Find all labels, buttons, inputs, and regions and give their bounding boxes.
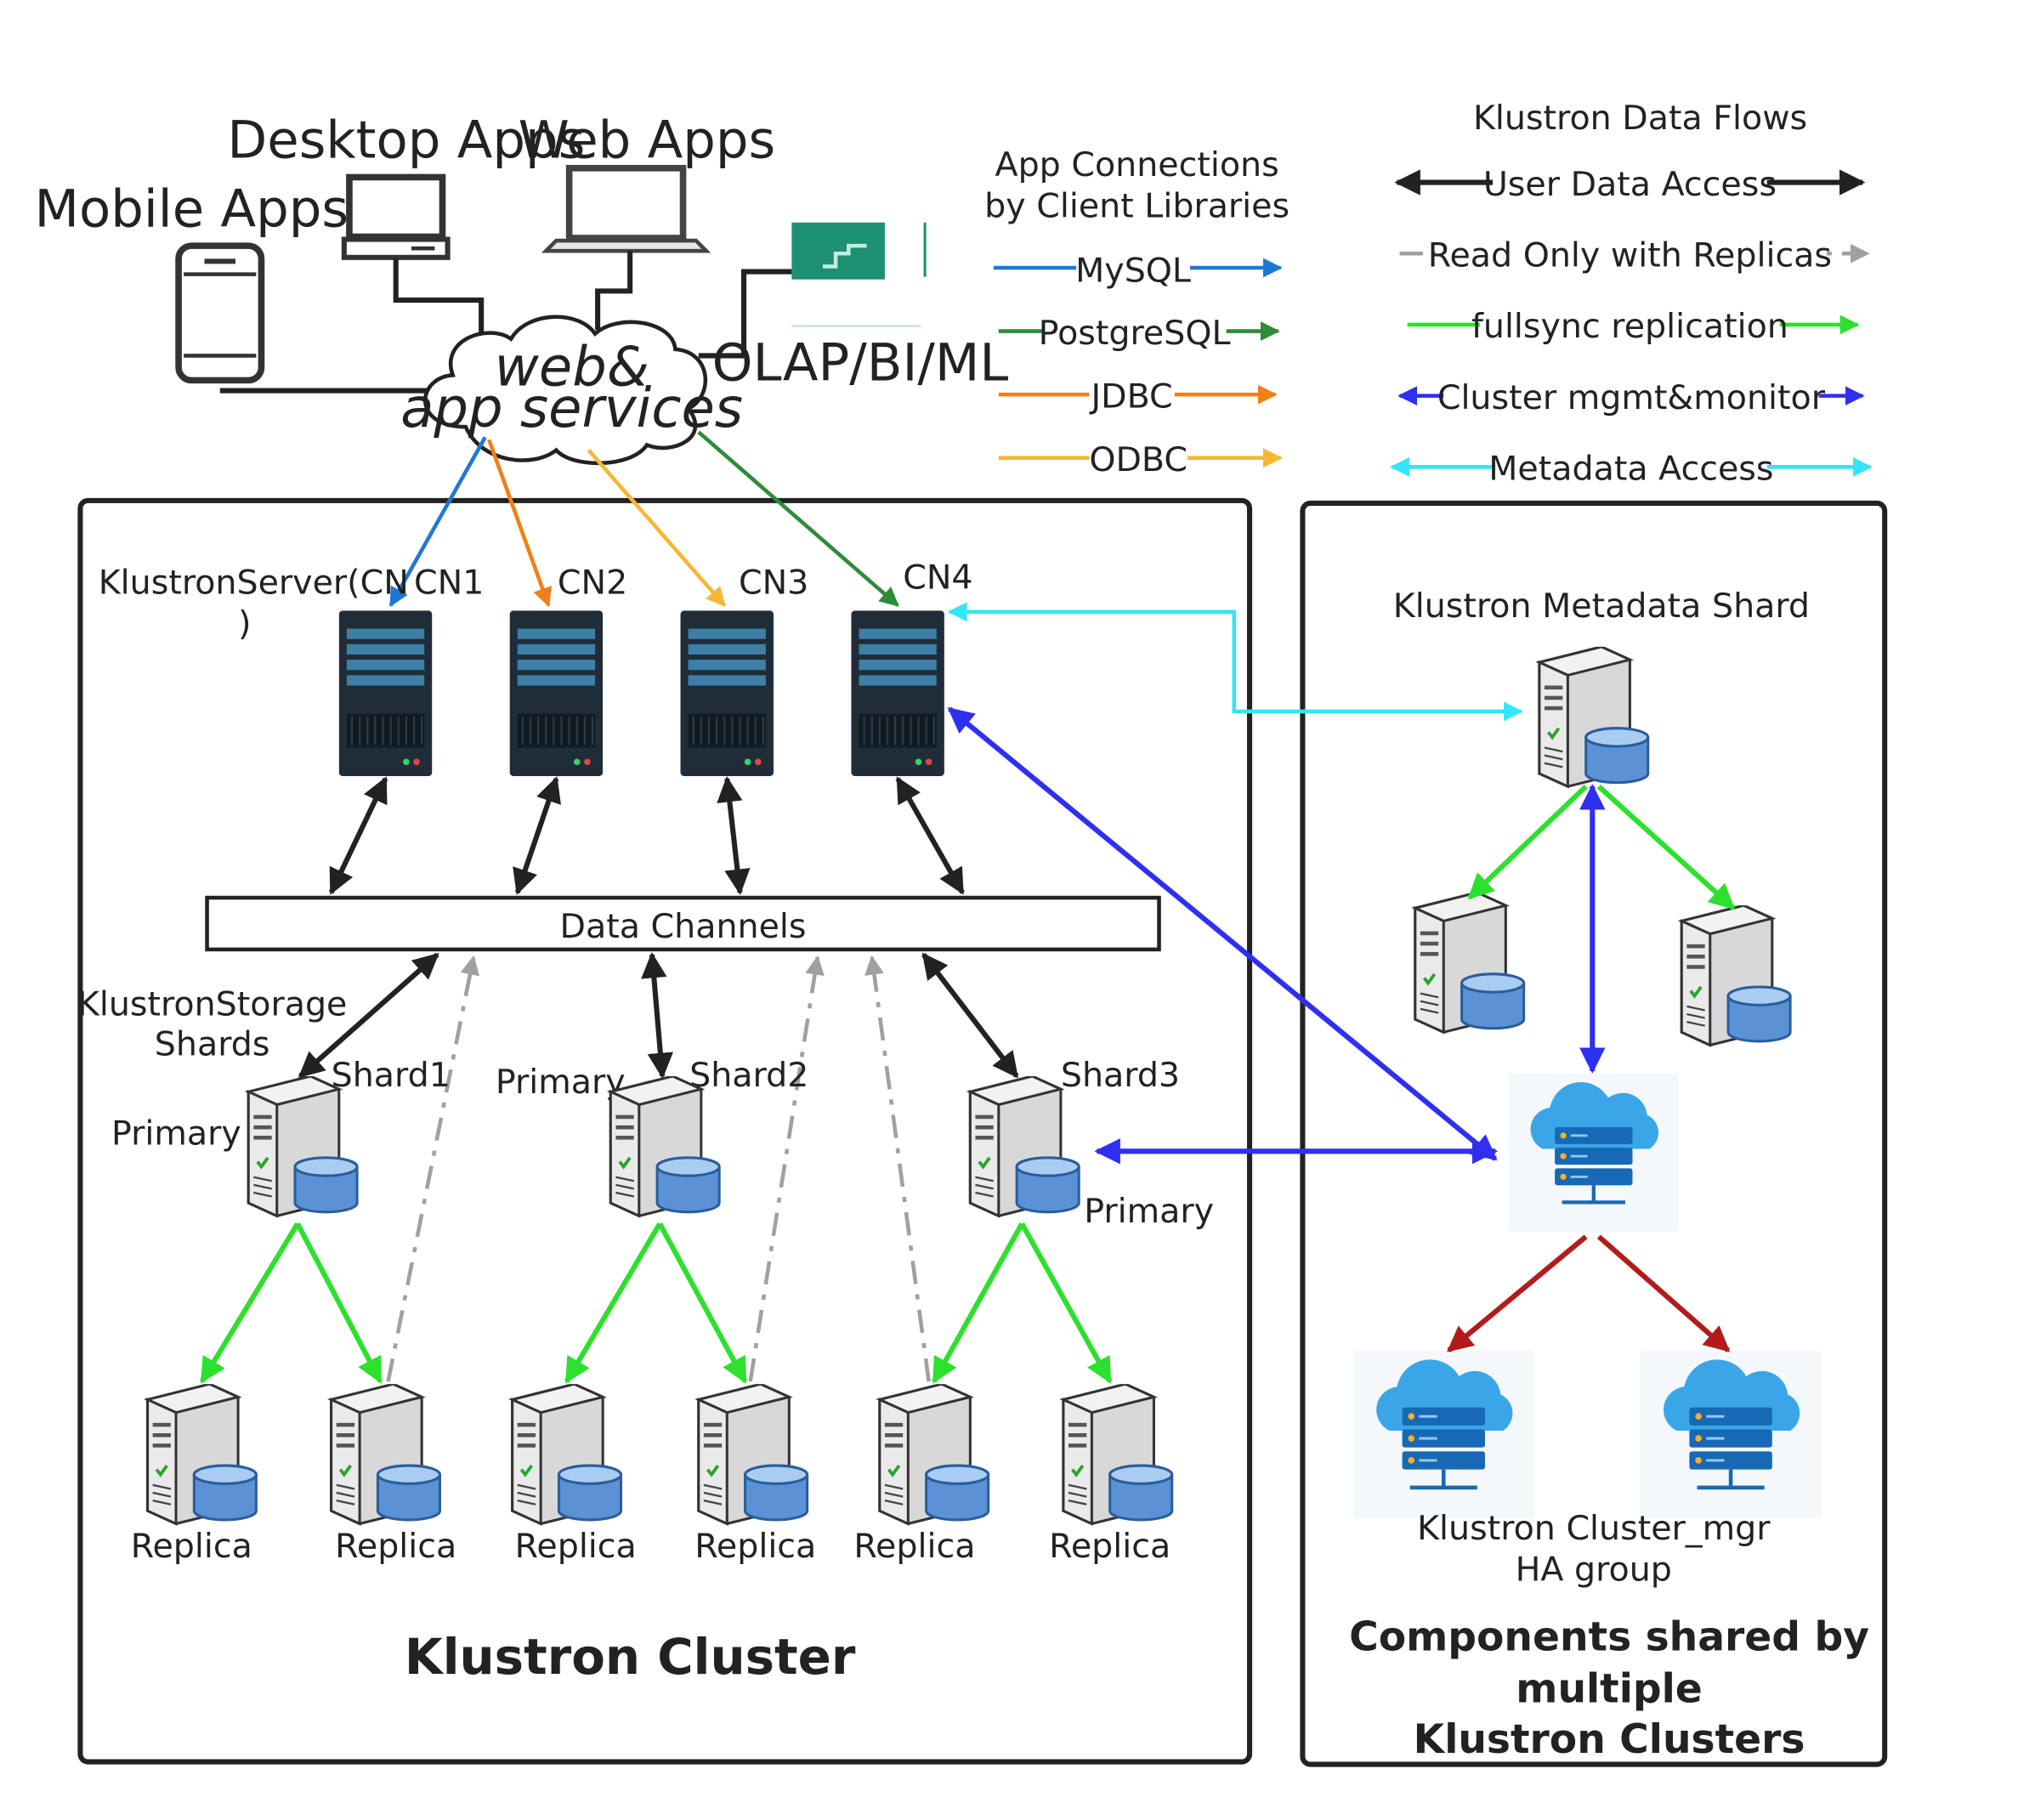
- replica-label: Replica: [335, 1527, 456, 1566]
- cn2-label: CN2: [558, 563, 627, 602]
- shard1-primary-db-icon: [247, 1076, 359, 1218]
- cluster-mgr-label-line1: Klustron Cluster_mgr: [1417, 1509, 1771, 1548]
- shard2-label: Shard2: [689, 1056, 808, 1095]
- metadata-access-arrow: [947, 602, 1523, 722]
- shard2-primary-label: Primary: [496, 1063, 626, 1102]
- mobile-app-icon: [175, 242, 265, 384]
- cluster-mgr-label-line2: HA group: [1516, 1550, 1672, 1589]
- server-label-line1: KlustronServer(CN: [99, 563, 409, 602]
- olap-label: OLAP/BI/ML: [712, 333, 1009, 393]
- metadata-fullsync-arrows: [1467, 784, 1736, 910]
- cluster-mgmt-arrows: [947, 706, 1606, 1165]
- cluster-mgr-cloud-server-icon: [1353, 1351, 1534, 1519]
- shard1-label: Shard1: [332, 1056, 451, 1095]
- cn1-server-icon: [338, 610, 433, 777]
- data-flows-legend: Klustron Data Flows User Data Access Rea…: [1390, 99, 1873, 489]
- replica-label: Replica: [1049, 1527, 1171, 1566]
- cn-data-channel-arrows: [328, 776, 965, 895]
- app-legend-title-line1: App Connections: [995, 145, 1279, 184]
- replica-db-icon: [877, 1384, 990, 1526]
- desktop-apps-label: Desktop Apps: [227, 111, 585, 171]
- metadata-replica-db-icon: [1680, 905, 1792, 1047]
- cn4-server-icon: [851, 610, 944, 777]
- web-app-services-cloud: web& app services: [400, 315, 743, 466]
- replica-db-icon: [145, 1384, 258, 1526]
- shard1-primary-label: Primary: [111, 1114, 241, 1154]
- metadata-shard-label: Klustron Metadata Shard: [1393, 587, 1810, 626]
- legend-cluster-mgmt: Cluster mgmt&monitor: [1437, 378, 1826, 417]
- shard3-primary-db-icon: [968, 1076, 1081, 1218]
- replica-db-icon: [329, 1384, 442, 1526]
- mysql-connection-arrow: [388, 436, 487, 608]
- web-app-icon: [541, 165, 711, 253]
- shared-title-line2: multiple: [1516, 1666, 1702, 1713]
- web-apps-label: Web Apps: [519, 111, 776, 171]
- mobile-apps-label: Mobile Apps: [35, 179, 349, 239]
- cloud-label-line2: app services: [400, 377, 743, 440]
- data-channels-label: Data Channels: [560, 907, 807, 946]
- cn4-label: CN4: [903, 558, 972, 597]
- client-wires: [219, 251, 792, 394]
- desktop-app-icon: [341, 173, 451, 260]
- metadata-replica-db-icon: [1413, 892, 1526, 1035]
- storage-label-line1: KlustronStorage: [77, 985, 347, 1024]
- cluster-mgr-cloud-server-icon: [1509, 1074, 1679, 1232]
- ha-group-arrows: [1447, 1234, 1731, 1352]
- replica-db-icon: [696, 1384, 809, 1526]
- cn3-label: CN3: [739, 563, 808, 602]
- postgresql-connection-arrow: [697, 430, 899, 607]
- shard2-primary-db-icon: [609, 1076, 722, 1218]
- odbc-connection-arrow: [587, 449, 726, 607]
- jdbc-connection-arrow: [487, 439, 553, 608]
- shard3-label: Shard3: [1061, 1056, 1180, 1095]
- legend-read-only: Read Only with Replicas: [1428, 235, 1832, 275]
- server-label-line2: ): [238, 604, 251, 644]
- replica-db-icon: [1062, 1384, 1174, 1526]
- replica-label: Replica: [694, 1527, 816, 1566]
- read-only-arrows: [386, 955, 931, 1382]
- flows-legend-title: Klustron Data Flows: [1473, 99, 1807, 138]
- shared-title-line3: Klustron Clusters: [1414, 1716, 1805, 1763]
- replica-label: Replica: [853, 1527, 975, 1566]
- storage-label-line2: Shards: [155, 1025, 270, 1064]
- cn3-server-icon: [680, 610, 774, 777]
- replica-label: Replica: [515, 1527, 637, 1566]
- app-connections-legend: App Connections by Client Libraries MySQ…: [984, 145, 1290, 479]
- fullsync-arrows: [199, 1222, 1113, 1384]
- legend-user-data-access: User Data Access: [1483, 165, 1777, 204]
- legend-jdbc: JDBC: [1088, 377, 1172, 416]
- cloud-label-line1: web&: [495, 336, 649, 399]
- replica-db-icon: [510, 1384, 623, 1526]
- shared-title-line1: Components shared by: [1349, 1614, 1869, 1661]
- metadata-primary-db-icon: [1537, 646, 1650, 789]
- legend-mysql: MySQL: [1075, 252, 1191, 291]
- legend-postgresql: PostgreSQL: [1039, 314, 1231, 353]
- olap-icon: [791, 222, 927, 327]
- klustron-cluster-title: Klustron Cluster: [405, 1628, 856, 1686]
- legend-metadata-access: Metadata Access: [1488, 450, 1773, 489]
- cn1-label: CN1: [414, 563, 484, 602]
- replica-label: Replica: [131, 1527, 252, 1566]
- shard3-primary-label: Primary: [1084, 1192, 1214, 1231]
- cn2-server-icon: [509, 610, 604, 777]
- legend-odbc: ODBC: [1089, 440, 1188, 479]
- legend-fullsync: fullsync replication: [1471, 307, 1788, 346]
- cluster-mgr-cloud-server-icon: [1641, 1351, 1822, 1519]
- app-legend-title-line2: by Client Libraries: [984, 187, 1290, 226]
